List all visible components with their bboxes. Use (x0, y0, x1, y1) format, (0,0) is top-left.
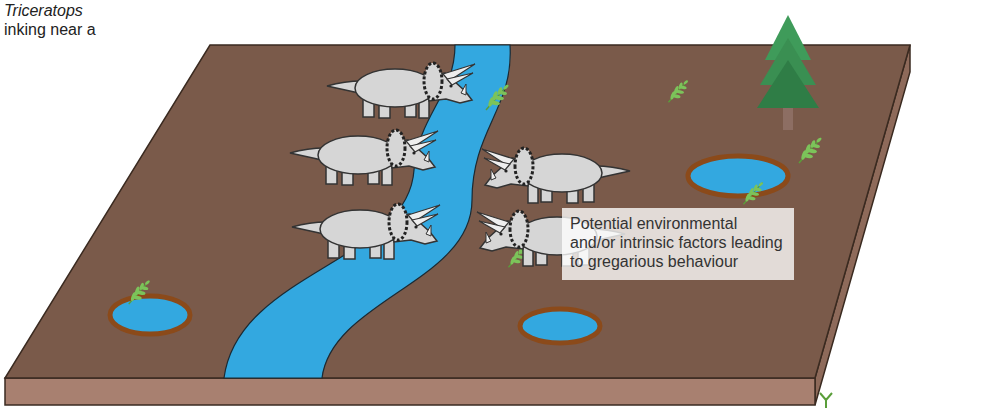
pond (688, 156, 788, 196)
pond (110, 296, 190, 334)
fern (668, 80, 688, 103)
river (224, 45, 510, 378)
sprout (820, 393, 832, 408)
fern (129, 280, 151, 304)
caption-fragment: inking near a (4, 21, 96, 39)
fern (743, 182, 763, 205)
caption-fragment: Triceratops (4, 2, 83, 20)
triceratops (290, 130, 438, 185)
ground-front (5, 378, 815, 405)
fern (486, 84, 509, 110)
pond (520, 309, 600, 343)
triceratops (327, 63, 475, 118)
ground-top (5, 45, 910, 378)
triceratops (292, 204, 440, 259)
triceratops (482, 148, 630, 203)
tree-crown (757, 60, 819, 108)
fern (799, 137, 822, 163)
note-text: Potential environmental and/or intrinsic… (570, 214, 786, 272)
note-box: Potential environmental and/or intrinsic… (562, 208, 794, 280)
